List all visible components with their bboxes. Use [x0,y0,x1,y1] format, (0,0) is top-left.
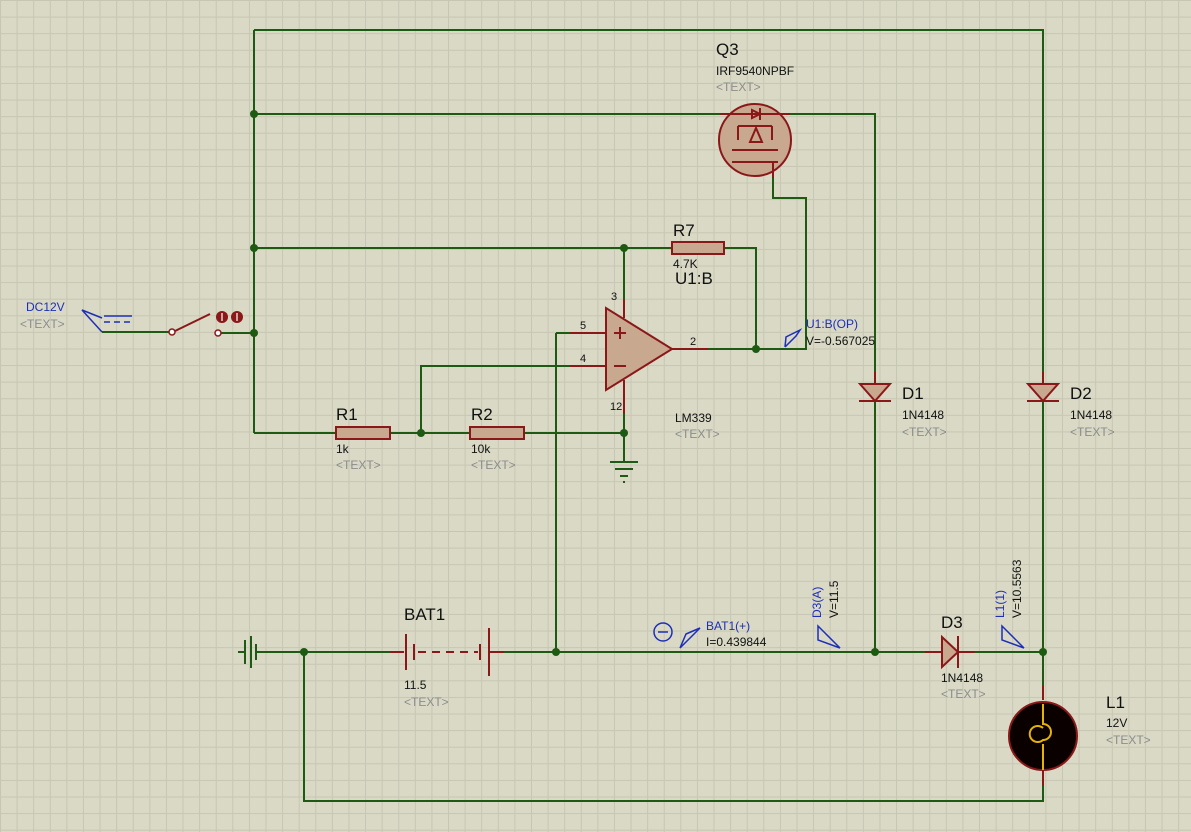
d1-value: 1N4148 [902,408,944,422]
probe-l1-name: L1(1) [993,590,1007,618]
dc12v-ref: DC12V [26,300,65,314]
ground-terminal [238,636,257,668]
bat1-value: 11.5 [404,678,427,692]
q3-mosfet[interactable]: Q3 IRF9540NPBF <TEXT> [716,40,794,178]
dc12v-text: <TEXT> [20,317,65,331]
switch[interactable] [168,311,243,337]
l1-ref: L1 [1106,693,1125,712]
d2-diode[interactable]: D2 1N4148 <TEXT> [1025,372,1115,439]
d3-ref: D3 [941,613,963,632]
r7-resistor[interactable]: R7 4.7K [671,221,725,271]
r7-value: 4.7K [673,257,698,271]
r2-text: <TEXT> [471,458,516,472]
probe-l1-reading: V=10.5563 [1010,559,1024,618]
u1b-pin-vcc: 3 [611,291,617,303]
u1b-pin-plus: 5 [580,320,586,332]
l1-value: 12V [1106,716,1127,730]
junctions [250,110,1047,656]
probe-d3-name: D3(A) [810,587,824,618]
d3-diode[interactable]: D3 1N4148 <TEXT> [925,613,986,701]
r1-value: 1k [336,442,350,456]
d1-ref: D1 [902,384,924,403]
probe-d3-reading: V=11.5 [827,580,841,618]
u1b-ref: U1:B [675,269,713,288]
u1b-pin-minus: 4 [580,353,586,365]
d3-value: 1N4148 [941,671,983,685]
ground-symbol [610,461,638,483]
bat1-battery[interactable]: BAT1 11.5 <TEXT> [390,605,504,709]
u1b-pin-out: 2 [690,336,696,348]
r1-text: <TEXT> [336,458,381,472]
d2-ref: D2 [1070,384,1092,403]
d1-diode[interactable]: D1 1N4148 <TEXT> [857,372,947,439]
r2-value: 10k [471,442,491,456]
probe-bat1-plus[interactable]: BAT1(+) I=0.439844 [653,619,767,649]
u1b-comparator[interactable]: 5 4 3 12 2 U1:B LM339 <TEXT> [570,269,720,441]
probe-u1b-op-reading: V=-0.567025 [806,334,875,348]
probe-l1-1[interactable]: L1(1) V=10.5563 [993,559,1025,649]
d3-text: <TEXT> [941,687,986,701]
r2-ref: R2 [471,405,493,424]
r2-resistor[interactable]: R2 10k <TEXT> [469,405,525,472]
probe-u1b-op-name: U1:B(OP) [806,317,858,331]
r7-ref: R7 [673,221,695,240]
d2-text: <TEXT> [1070,425,1115,439]
d2-value: 1N4148 [1070,408,1112,422]
q3-ref: Q3 [716,40,739,59]
u1b-body [605,306,674,392]
r1-ref: R1 [336,405,358,424]
probe-d3-a[interactable]: D3(A) V=11.5 [810,580,841,649]
dc12v-source[interactable]: DC12V <TEXT> [20,300,132,333]
u1b-text: <TEXT> [675,427,720,441]
probe-u1b-op[interactable]: U1:B(OP) V=-0.567025 [784,317,875,348]
u1b-pin-gnd: 12 [610,401,622,413]
u1b-value: LM339 [675,411,712,425]
d1-text: <TEXT> [902,425,947,439]
l1-lamp[interactable]: L1 12V <TEXT> [1008,686,1151,786]
probe-bat1-reading: I=0.439844 [706,635,767,649]
l1-text: <TEXT> [1106,733,1151,747]
probe-bat1-name: BAT1(+) [706,619,750,633]
bat1-text: <TEXT> [404,695,449,709]
r1-resistor[interactable]: R1 1k <TEXT> [335,405,391,472]
q3-body [718,103,792,177]
q3-text: <TEXT> [716,80,761,94]
wires [102,29,1044,802]
bat1-ref: BAT1 [404,605,445,624]
q3-value: IRF9540NPBF [716,64,794,78]
